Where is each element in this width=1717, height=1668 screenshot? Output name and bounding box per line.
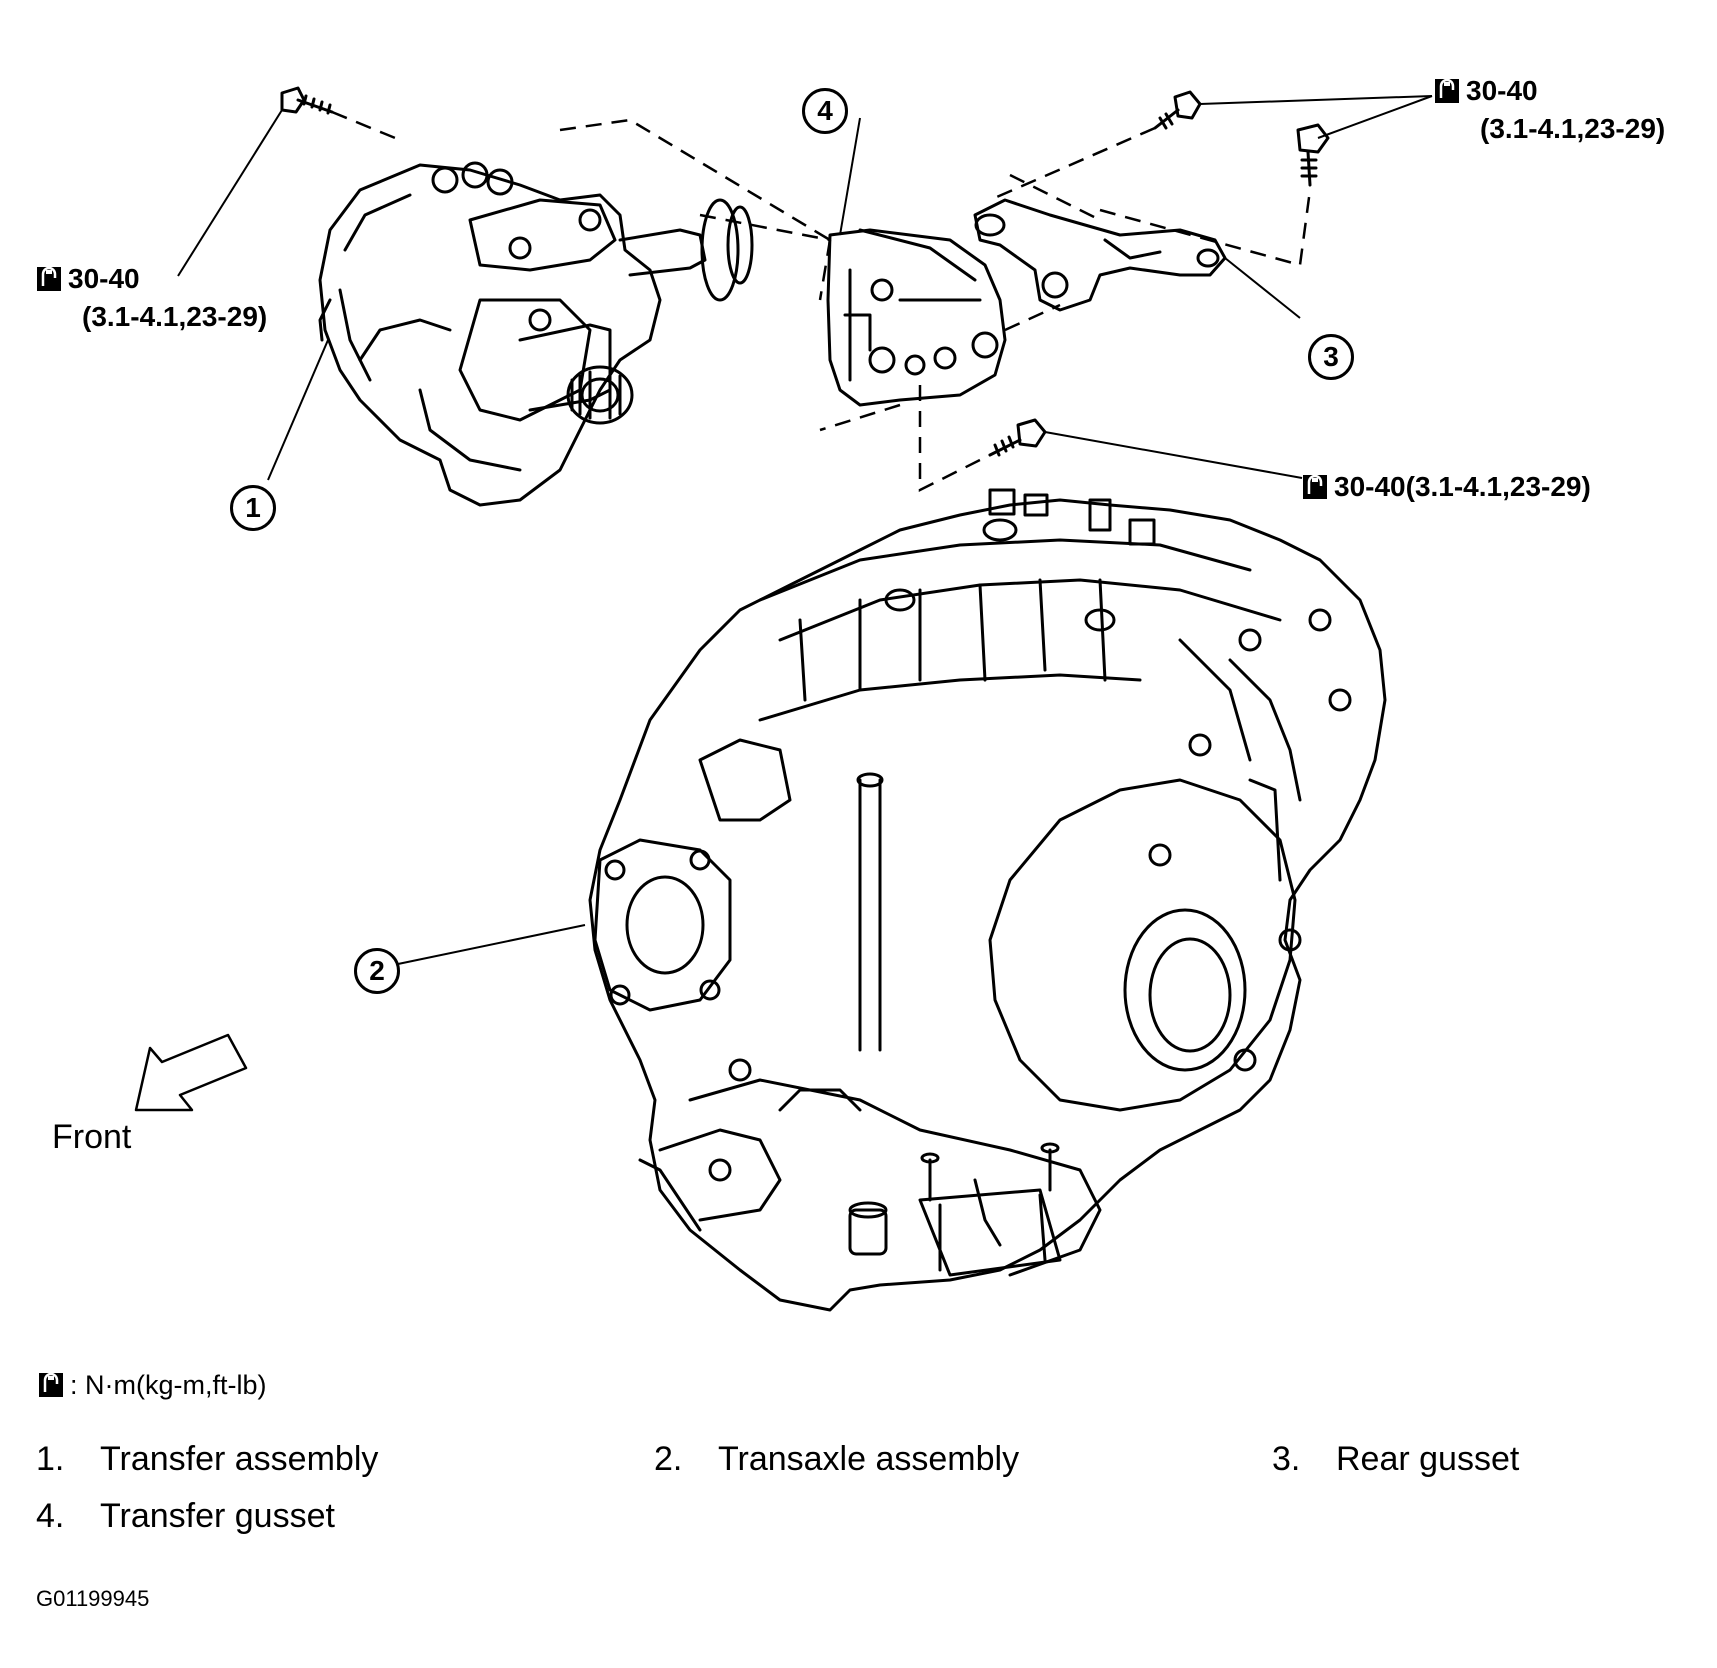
legend-item-1: 1. Transfer assembly [36, 1440, 378, 1479]
legend-label: Transaxle assembly [718, 1440, 1020, 1478]
torque-wrench-icon [1303, 474, 1327, 499]
torque-spec-top-right: 30-40 [1434, 74, 1538, 108]
torque-spec-mid-right: 30-40(3.1-4.1,23-29) [1302, 470, 1591, 504]
rear-gusset-part [973, 198, 1227, 312]
torque-wrench-icon [37, 266, 61, 291]
unit-note: : N·m(kg-m,ft-lb) [38, 1370, 266, 1401]
torque-value-line1: 30-40(3.1-4.1,23-29) [1334, 471, 1591, 502]
bolt-left [280, 86, 334, 115]
torque-value-line1: 30-40 [1466, 75, 1538, 106]
callout-3: 3 [1308, 334, 1354, 380]
callout-1: 1 [230, 485, 276, 531]
unit-note-text: : N·m(kg-m,ft-lb) [70, 1370, 267, 1400]
torque-value-line1: 30-40 [68, 263, 140, 294]
callout-4: 4 [802, 88, 848, 134]
legend-label: Rear gusset [1336, 1440, 1520, 1478]
legend-label: Transfer assembly [100, 1440, 379, 1478]
legend-number: 4. [36, 1497, 65, 1535]
bolt-top-right-2 [1296, 123, 1330, 187]
figure-id: G01199945 [36, 1586, 150, 1611]
legend-label: Transfer gusset [100, 1497, 335, 1535]
torque-value-line2: (3.1-4.1,23-29) [1480, 113, 1666, 144]
torque-spec-left: 30-40 [36, 262, 140, 296]
legend-number: 3. [1272, 1440, 1301, 1478]
torque-value-line2: (3.1-4.1,23-29) [82, 301, 268, 332]
transaxle-assembly-part [588, 488, 1387, 1312]
legend-number: 2. [654, 1440, 683, 1478]
transfer-assembly-part [318, 161, 754, 507]
torque-wrench-icon [1435, 78, 1459, 103]
torque-spec-left-secondary: (3.1-4.1,23-29) [82, 300, 267, 334]
torque-wrench-icon [39, 1372, 63, 1397]
front-arrow-icon [134, 1033, 248, 1112]
front-label: Front [52, 1118, 132, 1156]
legend-number: 1. [36, 1440, 65, 1478]
legend-item-4: 4. Transfer gusset [36, 1497, 335, 1536]
legend-item-2: 2. Transaxle assembly [654, 1440, 1019, 1479]
bolt-top-right-1 [1153, 90, 1202, 130]
bolt-middle [988, 418, 1047, 457]
torque-spec-top-right-secondary: (3.1-4.1,23-29) [1480, 112, 1665, 146]
legend-item-3: 3. Rear gusset [1272, 1440, 1519, 1479]
callout-2: 2 [354, 948, 400, 994]
transfer-gusset-part [826, 228, 1007, 407]
